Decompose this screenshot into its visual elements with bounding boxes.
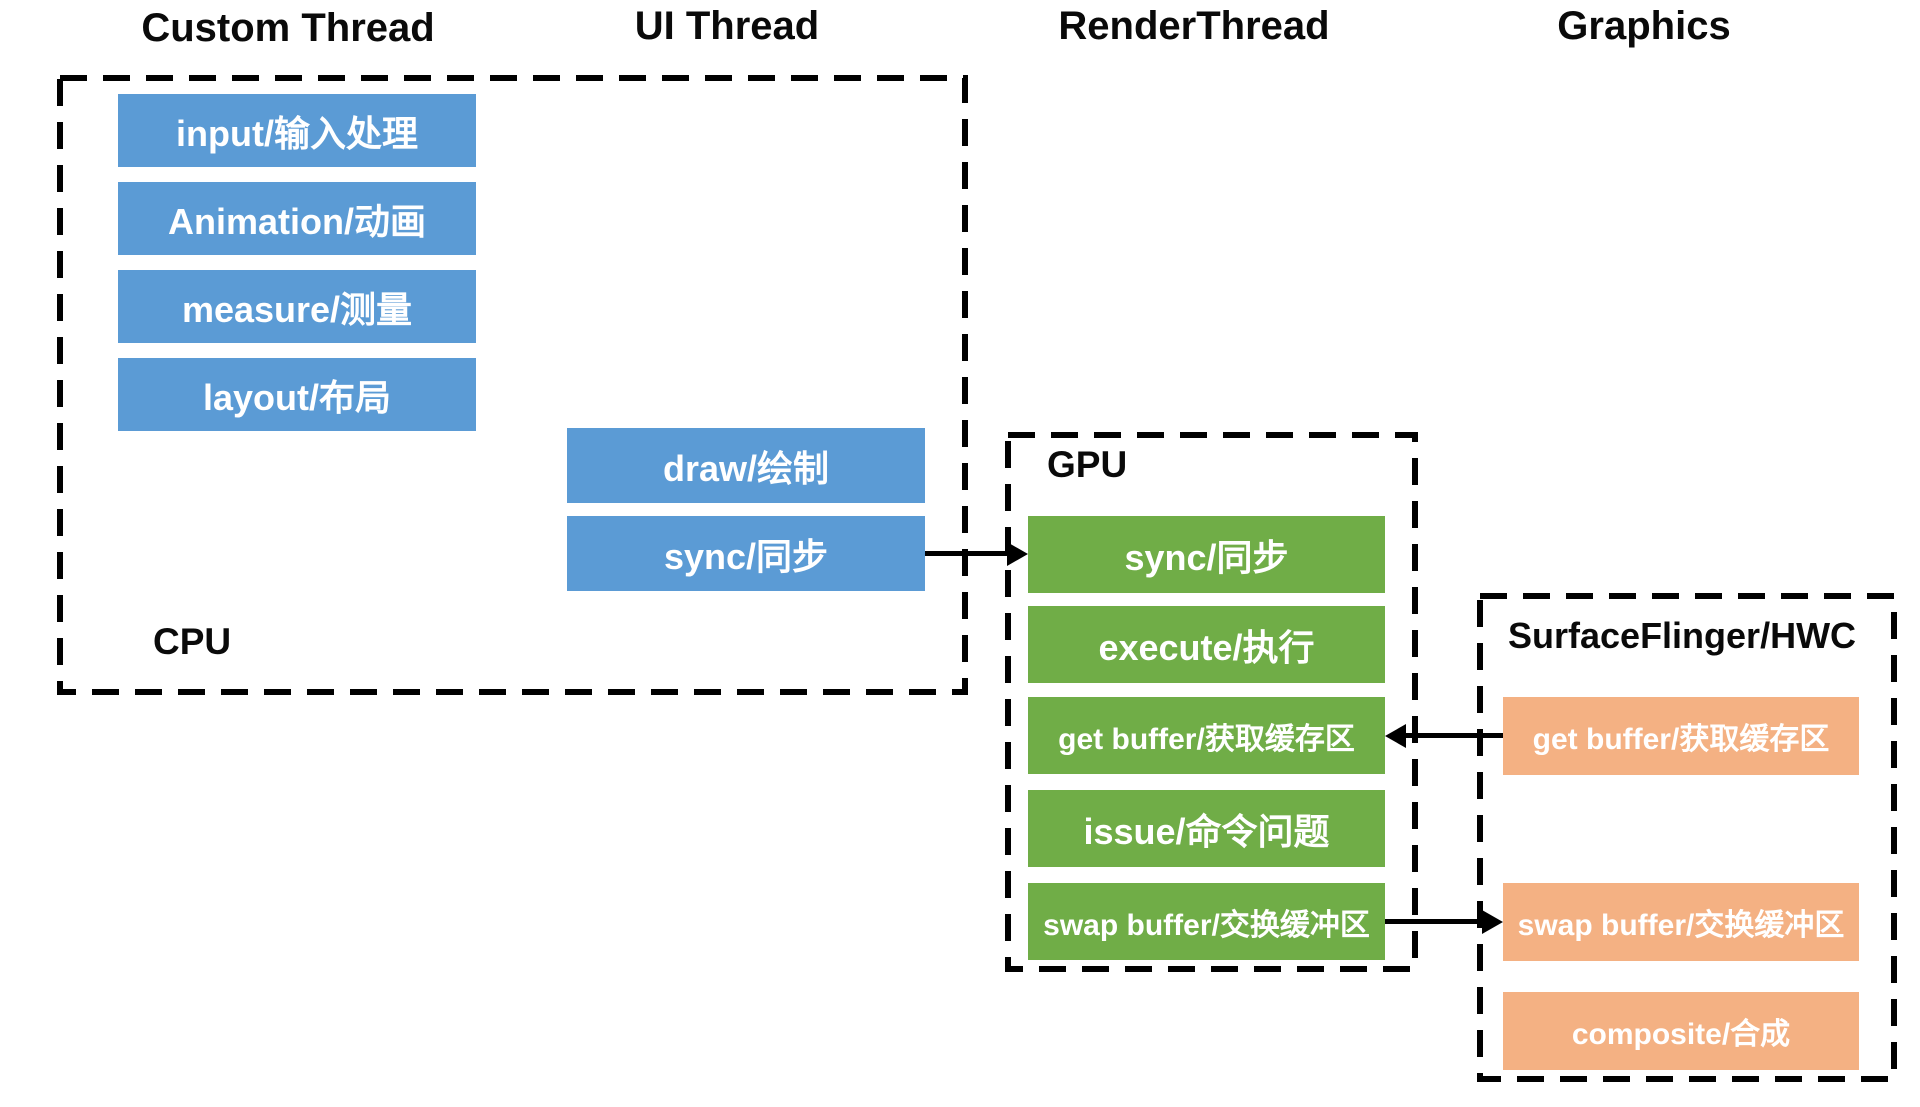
task-input: input/输入处理	[118, 94, 476, 167]
sync-arrow-head-icon	[1007, 542, 1028, 566]
task-gpu-swap-buffer: swap buffer/交换缓冲区	[1028, 883, 1385, 960]
gpu-label: GPU	[1047, 444, 1128, 485]
task-composite: composite/合成	[1503, 992, 1859, 1070]
column-title-graphics: Graphics	[1557, 4, 1731, 48]
surfaceflinger-dashed-border	[1477, 593, 1897, 1082]
column-title-render-thread: RenderThread	[1058, 4, 1330, 48]
task-animation: Animation/动画	[118, 182, 476, 255]
task-gpu-get-buffer: get buffer/获取缓存区	[1028, 697, 1385, 774]
cpu-label: CPU	[153, 621, 232, 662]
get-buffer-arrow-head-icon	[1385, 724, 1406, 748]
surfaceflinger-label: SurfaceFlinger/HWC	[1508, 615, 1857, 656]
cpu-group-box: CPU	[57, 75, 968, 695]
task-draw: draw/绘制	[567, 428, 925, 503]
task-layout: layout/布局	[118, 358, 476, 431]
task-sf-get-buffer: get buffer/获取缓存区	[1503, 697, 1859, 775]
task-issue: issue/命令问题	[1028, 790, 1385, 867]
gpu-dashed-border	[1005, 432, 1418, 972]
task-sf-swap-buffer: swap buffer/交换缓冲区	[1503, 883, 1859, 961]
task-measure: measure/测量	[118, 270, 476, 343]
task-gpu-sync: sync/同步	[1028, 516, 1385, 593]
column-title-custom-thread: Custom Thread	[141, 6, 435, 50]
column-title-ui-thread: UI Thread	[634, 4, 820, 48]
cpu-dashed-border	[57, 75, 968, 695]
gpu-group-box: GPU	[1005, 432, 1418, 972]
sync-arrow-line	[925, 551, 1010, 556]
get-buffer-arrow-line	[1403, 733, 1503, 738]
swap-buffer-arrow-head-icon	[1482, 910, 1503, 934]
task-execute: execute/执行	[1028, 606, 1385, 683]
task-ui-sync: sync/同步	[567, 516, 925, 591]
swap-buffer-arrow-line	[1385, 919, 1485, 924]
surfaceflinger-group-box: SurfaceFlinger/HWC	[1477, 593, 1897, 1082]
